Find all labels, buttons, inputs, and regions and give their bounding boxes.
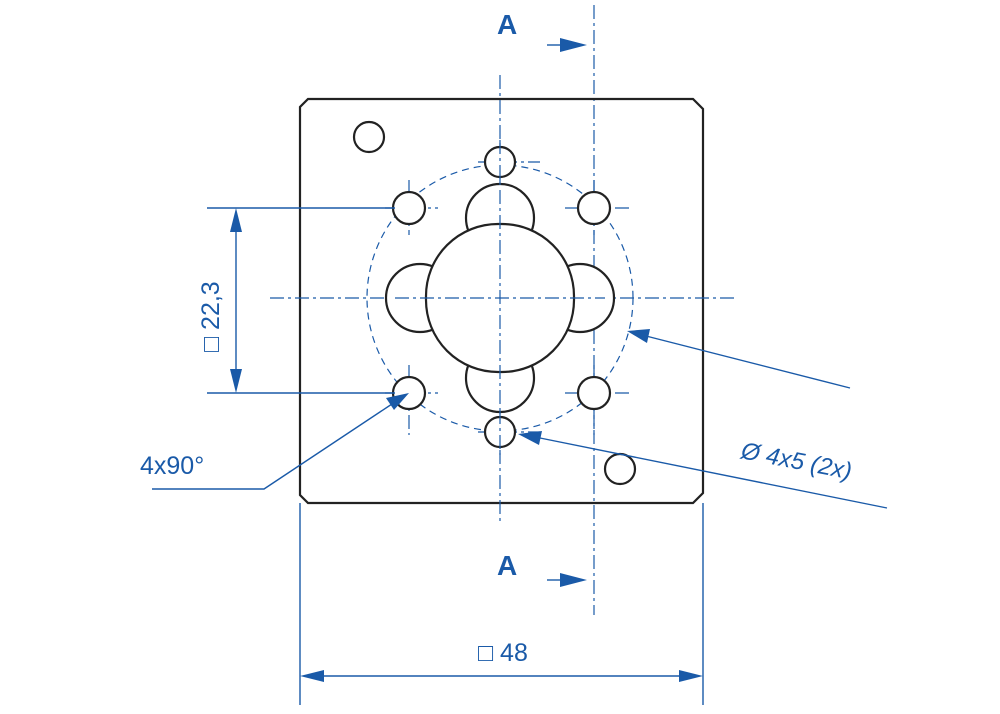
section-label-top: A <box>497 9 517 40</box>
hole <box>391 190 427 226</box>
note-holes: Ø 4x5 (2x) <box>738 437 854 485</box>
dim-hole-square-label: □ 22,3 <box>197 281 225 352</box>
section-arrow-top <box>547 38 587 52</box>
hole <box>576 375 612 411</box>
note-angle: 4x90° <box>140 452 204 480</box>
dimension-width <box>299 503 704 705</box>
leader-angle <box>152 393 409 490</box>
leader-pitch-circle <box>627 329 851 389</box>
hole <box>603 452 637 486</box>
dim-width-label: □ 48 <box>478 639 528 667</box>
hole <box>352 120 386 154</box>
section-label-bottom: A <box>497 550 517 581</box>
hole <box>576 190 612 226</box>
leader-hole <box>518 431 888 509</box>
dimension-hole-square <box>207 207 395 394</box>
section-arrow-bottom <box>547 573 587 587</box>
plate-outline <box>298 97 705 505</box>
